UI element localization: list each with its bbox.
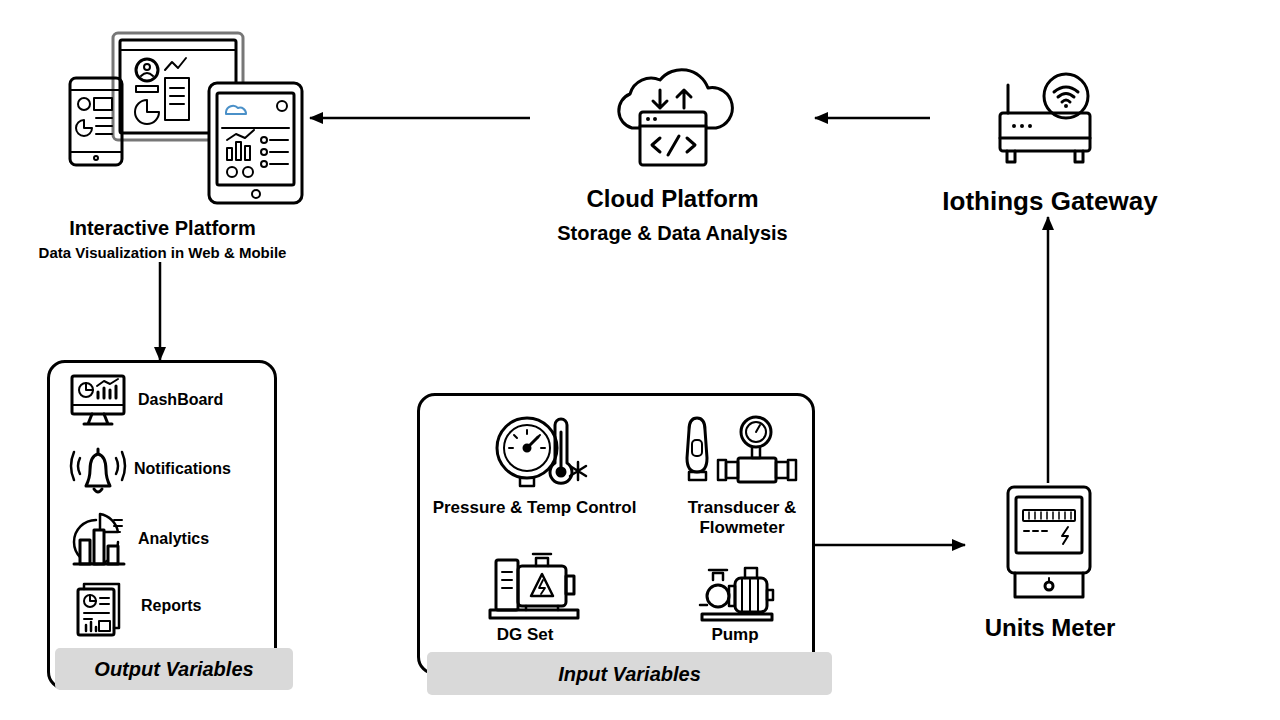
node-label: Reports [141, 596, 201, 615]
node-label: DashBoard [138, 390, 223, 409]
cloud-node: Cloud PlatformStorage & Data Analysis [530, 70, 815, 245]
meter-icon [1008, 487, 1090, 597]
report-icon [78, 584, 119, 635]
cloud-icon [619, 70, 733, 165]
node-label: Data Visualization in Web & Mobile [39, 244, 287, 262]
dashboard-icon [72, 376, 124, 424]
platform-node: Interactive PlatformData Visualization i… [15, 28, 310, 262]
flow-arrow [310, 117, 530, 120]
node-label: Input Variables [558, 662, 701, 686]
node-label: Units Meter [985, 613, 1116, 642]
node-label: Cloud Platform [587, 184, 759, 213]
flow-arrow [815, 117, 930, 120]
router-icon [1000, 74, 1090, 162]
node-label: Iothings Gateway [942, 186, 1157, 217]
dg-set-icon [490, 554, 578, 618]
input-item: DG Set [465, 545, 585, 645]
node-label: Output Variables [94, 657, 253, 681]
node-label: Analytics [138, 529, 209, 548]
node-label: DG Set [497, 625, 554, 645]
output-item: Reports [68, 578, 263, 632]
analytics-icon [74, 514, 124, 564]
pump-icon [700, 568, 773, 620]
input-box: Input VariablesPressure & Temp ControlTr… [417, 393, 815, 675]
output-item: Notifications [68, 442, 263, 494]
output-item: DashBoard [68, 372, 263, 426]
gauge-thermometer-icon [497, 418, 586, 486]
devices-icon [70, 33, 302, 203]
flow-arrow [159, 262, 162, 360]
input-item: Pressure & Temp Control [422, 412, 647, 518]
meter-node: Units Meter [965, 483, 1135, 642]
gateway-node: Iothings Gateway [930, 78, 1170, 217]
node-label: Pump [711, 625, 758, 645]
transducer-flowmeter-icon [687, 417, 796, 482]
output-box: Output Variables DashBoardNotificationsAn… [47, 360, 277, 690]
node-label: Pressure & Temp Control [433, 498, 637, 518]
node-label: Notifications [134, 459, 231, 478]
flow-arrow [815, 544, 965, 547]
variables-tab: Output Variables [55, 648, 293, 690]
variables-tab: Input Variables [427, 652, 832, 695]
bell-icon [71, 449, 125, 492]
output-item: Analytics [68, 512, 263, 564]
node-label: Transducer & Flowmeter [667, 498, 817, 538]
node-label: Storage & Data Analysis [557, 221, 787, 245]
flow-arrow [1047, 217, 1050, 483]
input-item: Pump [680, 545, 790, 645]
input-item: Transducer & Flowmeter [667, 412, 817, 538]
node-label: Interactive Platform [69, 216, 256, 240]
